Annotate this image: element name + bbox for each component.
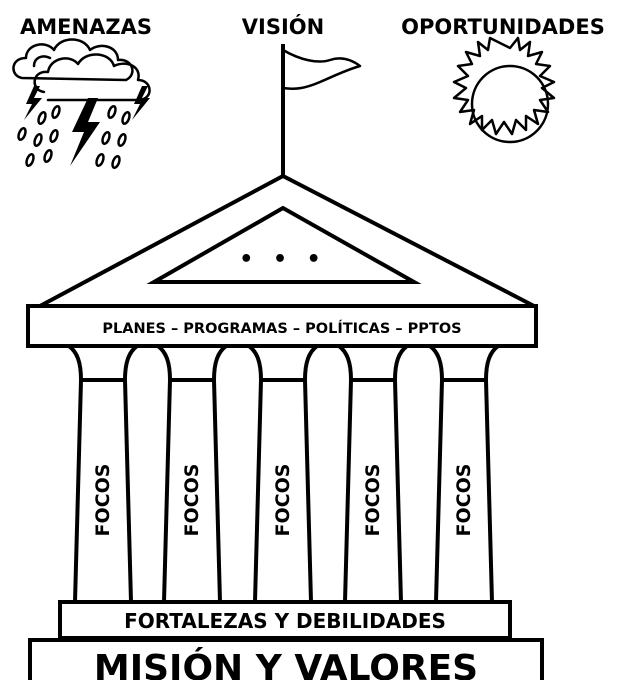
flag-icon bbox=[283, 44, 360, 176]
column-capital bbox=[69, 346, 137, 380]
pediment-dots: • • • bbox=[239, 247, 327, 272]
column-label: FOCOS bbox=[181, 464, 203, 537]
mission-values-label: MISIÓN Y VALORES bbox=[94, 647, 478, 680]
vision-label: VISIÓN bbox=[242, 14, 324, 39]
column-2: FOCOS bbox=[158, 346, 226, 602]
column-1: FOCOS bbox=[69, 346, 137, 602]
base-upper: FORTALEZAS Y DEBILIDADES bbox=[60, 602, 510, 638]
entablature: PLANES – PROGRAMAS – POLÍTICAS – PPTOS bbox=[28, 306, 536, 346]
column-capital bbox=[339, 346, 407, 380]
base-lower: MISIÓN Y VALORES bbox=[30, 640, 542, 680]
threats-label: AMENAZAS bbox=[20, 15, 152, 39]
column-label: FOCOS bbox=[92, 464, 114, 537]
column-capital bbox=[249, 346, 317, 380]
column-3: FOCOS bbox=[249, 346, 317, 602]
column-5: FOCOS bbox=[430, 346, 498, 602]
column-label: FOCOS bbox=[362, 464, 384, 537]
columns: FOCOS FOCOS FOCOS FOCOS FOCOS bbox=[69, 346, 498, 602]
storm-cloud-icon bbox=[13, 40, 150, 169]
sun-icon bbox=[454, 38, 554, 142]
column-4: FOCOS bbox=[339, 346, 407, 602]
column-label: FOCOS bbox=[453, 464, 475, 537]
pediment: • • • bbox=[40, 176, 534, 306]
column-capital bbox=[430, 346, 498, 380]
opportunities-label: OPORTUNIDADES bbox=[401, 15, 605, 39]
strengths-weaknesses-label: FORTALEZAS Y DEBILIDADES bbox=[124, 609, 446, 633]
plans-label: PLANES – PROGRAMAS – POLÍTICAS – PPTOS bbox=[102, 320, 461, 337]
column-label: FOCOS bbox=[272, 464, 294, 537]
column-capital bbox=[158, 346, 226, 380]
